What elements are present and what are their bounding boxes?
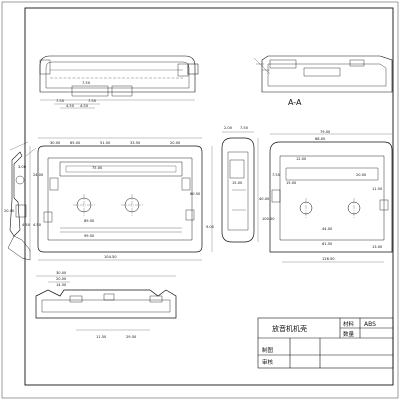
dim-text: 51.50: [100, 141, 111, 145]
material-label: 材料: [343, 320, 355, 328]
dim-text: 24.00: [33, 173, 44, 177]
front-view-dimensions: 65.00 51.50 33.50 75.00 89.50 99.50 104.…: [33, 141, 215, 259]
right-view: [269, 133, 393, 263]
dim-text: 12.00: [296, 157, 307, 161]
dim-text: 7.50: [240, 126, 249, 130]
top-view: [39, 55, 199, 109]
dim-text: 11.50: [372, 187, 383, 191]
dim-text: 126.50: [322, 257, 335, 261]
dim-text: 75.00: [92, 166, 103, 170]
checked-label: 审核: [262, 358, 274, 366]
bottom-view: [35, 275, 177, 331]
dim-text: 4.50: [33, 223, 42, 227]
top-view-dimensions: 7.50 7.50 7.50 4.50 4.50: [56, 81, 97, 108]
dim-text: 89.50: [84, 219, 95, 223]
side-section-view: [221, 131, 259, 243]
quantity-label: 数量: [343, 330, 355, 338]
dim-text: 13.00: [372, 245, 383, 249]
dim-text: 3.00: [18, 165, 27, 169]
dim-text: 30.00: [50, 141, 61, 145]
dim-text: 2.00: [224, 126, 233, 130]
dim-text: 7.50: [82, 81, 91, 85]
title-block: [257, 317, 394, 369]
dim-text: 29.50: [126, 335, 137, 339]
material-value: ABS: [364, 321, 376, 328]
drawn-label: 制图: [262, 346, 274, 354]
dim-text: 99.50: [84, 234, 95, 238]
dim-text: 44.00: [322, 227, 333, 231]
dim-text: 4.50: [80, 104, 89, 108]
section-label: A-A: [288, 98, 302, 107]
dim-text: 33.50: [130, 141, 141, 145]
dim-text: 7.50: [56, 99, 65, 103]
side-view-dimensions: 2.00 7.50 15.00 40.00: [224, 126, 270, 201]
dim-text: 30.00: [56, 271, 67, 275]
bottom-view-dimensions: 30.00 20.00 14.50 11.50 29.50: [56, 271, 137, 339]
dim-text: 20.00: [56, 277, 67, 281]
dim-text: 15.00: [232, 181, 243, 185]
part-name: 放音机机壳: [272, 324, 307, 333]
profile-view-dimensions: 3.00 4.50 20.00: [4, 165, 31, 227]
dim-text: 100.00: [262, 217, 275, 221]
dim-text: 7.50: [88, 99, 97, 103]
dim-text: 4.50: [22, 223, 31, 227]
dim-text: 40.00: [259, 197, 270, 201]
dim-text: 9.00: [206, 225, 215, 229]
dim-text: 7.50: [272, 173, 281, 177]
right-view-dimensions: 79.00 68.00 12.00 7.50 20.00 15.00 44.00…: [262, 130, 383, 261]
section-a-a-view: [253, 55, 393, 93]
dim-text: 79.00: [320, 130, 331, 134]
dim-text: 4.50: [66, 104, 75, 108]
dim-text: 20.00: [356, 173, 367, 177]
dim-text: 60.50: [190, 192, 201, 196]
dim-text: 61.50: [322, 242, 333, 246]
dim-text: 15.00: [286, 181, 297, 185]
dim-text: 68.00: [315, 137, 326, 141]
dim-text: 65.00: [70, 141, 81, 145]
dim-text: 20.00: [170, 141, 181, 145]
dim-text: 104.50: [104, 255, 117, 259]
dim-text: 20.00: [4, 209, 15, 213]
front-view: [29, 137, 213, 261]
profile-view: [7, 141, 37, 261]
dim-text: 11.50: [96, 335, 107, 339]
inner-frame: [24, 7, 394, 386]
dim-text: 14.50: [56, 283, 67, 287]
